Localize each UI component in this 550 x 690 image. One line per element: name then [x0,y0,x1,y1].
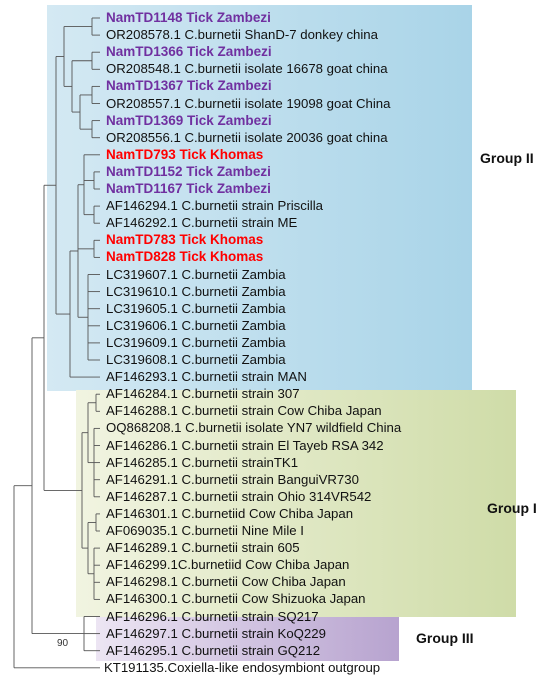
tree-leaf: NamTD1366 Tick Zambezi [106,44,272,60]
tree-leaf: AF146299.1C.burnetiid Cow Chiba Japan [106,557,350,573]
tree-leaf: NamTD1167 Tick Zambezi [106,181,271,196]
tree-leaf: AF146292.1 C.burnetii strain ME [106,215,298,231]
tree-leaf: AF146291.1 C.burnetii strain BanguiVR730 [106,471,359,487]
tree-leaf: OR208548.1 C.burnetii isolate 16678 goat… [106,61,388,77]
tree-leaf: LC319609.1 C.burnetii Zambia [106,334,286,350]
group-iii-highlight [96,617,399,661]
tree-leaf: AF146286.1 C.burnetii strain El Tayeb RS… [106,437,384,453]
tree-leaf: KT191135.Coxiella-like endosymbiont outg… [104,659,381,675]
tree-leaf: LC319610.1 C.burnetii Zambia [106,283,286,299]
tree-leaf: AF146284.1 C.burnetii strain 307 [106,386,300,402]
tree-leaf: OR208578.1 C.burnetii ShanD-7 donkey chi… [106,27,378,43]
tree-leaf: AF146296.1 C.burnetii strain SQ217 [106,608,319,624]
tree-leaf: NamTD1148 Tick Zambezi [106,10,271,25]
tree-leaf: AF146285.1 C.burnetii strainTK1 [106,454,299,470]
tree-leaf: LC319606.1 C.burnetii Zambia [106,317,286,333]
tree-leaf: AF146287.1 C.burnetii strain Ohio 314VR5… [106,488,372,504]
tree-leaf: NamTD793 Tick Khomas [106,146,264,162]
tree-leaf: AF146288.1 C.burnetii strain Cow Chiba J… [106,403,382,419]
group-ii-highlight [47,5,472,391]
tree-leaf: AF146300.1 C.burnetii Cow Shizuoka Japan [106,591,366,607]
tree-leaf: LC319605.1 C.burnetii Zambia [106,300,286,316]
tree-leaf: AF146293.1 C.burnetii strain MAN [106,369,307,385]
group-i-highlight [76,390,516,617]
tree-leaf: OR208556.1 C.burnetii isolate 20036 goat… [106,129,388,145]
tree-leaf: AF146301.1 C.burnetiid Cow Chiba Japan [106,505,354,521]
group-ii-label: Group II [480,150,534,166]
tree-leaf: NamTD783 Tick Khomas [106,232,264,248]
tree-leaf: NamTD1152 Tick Zambezi [106,163,271,179]
tree-leaf: AF146295.1 C.burnetii strain GQ212 [106,642,321,658]
tree-leaf: AF146289.1 C.burnetii strain 605 [106,540,300,556]
tree-leaf: AF146298.1 C.burnetii Cow Chiba Japan [106,574,346,590]
tree-leaf: NamTD1369 Tick Zambezi [106,112,272,128]
tree-leaf: OR208557.1 C.burnetii isolate 19098 goat… [106,95,391,111]
tree-leaf: NamTD828 Tick Khomas [106,249,264,265]
tree-leaf: NamTD1367 Tick Zambezi [106,78,272,94]
tree-leaf: OQ868208.1 C.burnetii isolate YN7 wildfi… [106,420,402,436]
group-i-label: Group I [487,500,537,516]
tree-leaf: LC319607.1 C.burnetii Zambia [106,266,286,282]
tree-leaf: AF069035.1 C.burnetii Nine Mile I [106,523,304,538]
tree-leaf: AF146297.1 C.burnetii strain KoQ229 [106,625,326,641]
bootstrap-value: 90 [57,638,69,649]
group-iii-label: Group III [416,630,474,646]
tree-leaf: AF146294.1 C.burnetii strain Priscilla [106,198,323,214]
tree-leaf: LC319608.1 C.burnetii Zambia [106,352,286,367]
